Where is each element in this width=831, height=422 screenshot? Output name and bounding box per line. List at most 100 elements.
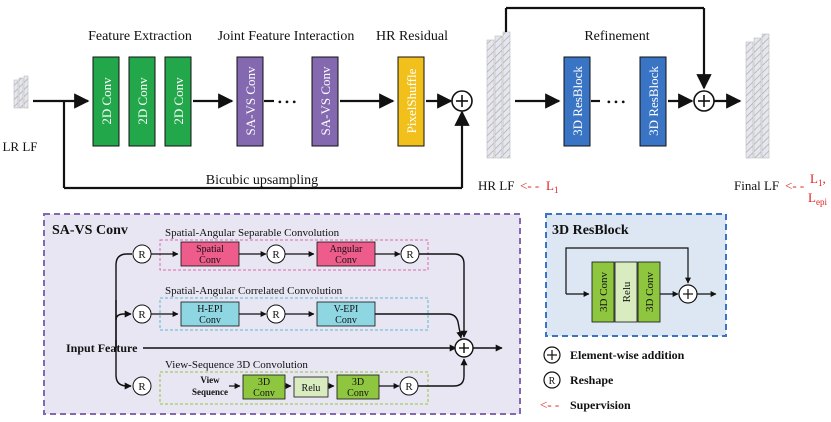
- angular-conv-box: Angular Conv: [316, 241, 376, 267]
- r-node-row2-a: R: [132, 304, 152, 324]
- svg-text:H-EPI: H-EPI: [197, 304, 223, 315]
- svg-text:3D: 3D: [258, 377, 270, 388]
- dots-res: • • •: [607, 95, 626, 109]
- svg-text:Relu: Relu: [621, 281, 633, 302]
- label-sequence: Sequence: [192, 387, 228, 397]
- branch-top: [115, 253, 132, 348]
- svg-text:2D Conv: 2D Conv: [135, 77, 150, 125]
- conv2d-block-1: 2D Conv: [92, 56, 120, 147]
- pixelshuffle-block: PixelShuffle: [397, 56, 425, 147]
- hr-lf-stack: [486, 31, 511, 159]
- savs-add-node: [454, 338, 474, 358]
- hr-supervision-loss: L1: [546, 178, 558, 195]
- label-sa-corr: Spatial-Angular Correlated Convolution: [165, 285, 343, 297]
- resblock-1: 3D ResBlock: [563, 56, 591, 147]
- label-joint-interaction: Joint Feature Interaction: [218, 29, 355, 44]
- label-lr-lf: LR LF: [2, 139, 37, 154]
- label-feature-extraction: Feature Extraction: [88, 29, 192, 44]
- legend-addition-label: Element-wise addition: [570, 348, 685, 362]
- legend-reshape-label: Reshape: [570, 373, 614, 387]
- resblock-add-node: [678, 284, 698, 304]
- svg-text:R: R: [406, 249, 414, 261]
- resblock-relu: Relu: [614, 261, 638, 323]
- conv3d-box-a: 3D Conv: [242, 374, 286, 400]
- sa-sep-box: [159, 239, 429, 271]
- label-vs3d: View-Sequence 3D Convolution: [165, 359, 308, 371]
- row2-to-add: [375, 313, 464, 339]
- legend-supervision-label: Supervision: [570, 398, 631, 412]
- svg-text:SA-VS Conv: SA-VS Conv: [243, 66, 258, 135]
- resblock-skip: [565, 247, 691, 294]
- svg-text:R: R: [138, 381, 146, 393]
- svg-text:2D Conv: 2D Conv: [171, 77, 186, 125]
- final-supervision-l1: L1,: [810, 171, 826, 188]
- svg-text:3D Conv: 3D Conv: [644, 271, 656, 312]
- r-node-row3-a: R: [132, 376, 152, 396]
- svg-text:Conv: Conv: [199, 255, 221, 266]
- legend-supervision-icon: <- -: [540, 397, 559, 412]
- lr-lf-stack: [13, 75, 29, 109]
- hepi-conv-box: H-EPI Conv: [180, 301, 240, 327]
- legend-addition-icon: [543, 346, 561, 364]
- svg-text:R: R: [138, 249, 146, 261]
- r-node-row3-b: R: [399, 376, 419, 396]
- r-node-row1-b: R: [266, 244, 286, 264]
- svg-text:Spatial: Spatial: [196, 244, 224, 255]
- svg-text:3D ResBlock: 3D ResBlock: [570, 66, 585, 136]
- svg-text:3D ResBlock: 3D ResBlock: [646, 66, 661, 136]
- savs-block-1: SA-VS Conv: [236, 56, 264, 147]
- svg-text:R: R: [272, 309, 280, 321]
- svg-text:R: R: [272, 249, 280, 261]
- branch-bottom: [115, 340, 132, 390]
- r-node-row2-b: R: [266, 304, 286, 324]
- svg-text:R: R: [549, 376, 556, 387]
- add-node-1: [451, 90, 473, 112]
- conv2d-block-3: 2D Conv: [164, 56, 192, 147]
- label-input-feature: Input Feature: [66, 341, 138, 355]
- svg-text:V-EPI: V-EPI: [334, 304, 359, 315]
- row3-to-add: [418, 358, 468, 387]
- dots-savs: • • •: [278, 95, 297, 109]
- add-node-2: [693, 90, 715, 112]
- conv2d-block-2: 2D Conv: [128, 56, 156, 147]
- savs-block-2: SA-VS Conv: [311, 56, 339, 147]
- label-bicubic: Bicubic upsampling: [206, 173, 318, 188]
- hr-supervision-arrow: <- -: [520, 178, 539, 193]
- label-sa-sep: Spatial-Angular Separable Convolution: [165, 227, 340, 239]
- savs-panel-title: SA-VS Conv: [52, 223, 128, 238]
- svg-text:R: R: [138, 309, 146, 321]
- final-supervision-arrow: <- -: [785, 178, 804, 193]
- final-supervision-lepi: Lepi: [808, 190, 827, 207]
- label-hr-residual: HR Residual: [376, 29, 448, 44]
- svg-text:SA-VS Conv: SA-VS Conv: [318, 66, 333, 135]
- vepi-conv-box: V-EPI Conv: [316, 301, 376, 327]
- svg-text:Conv: Conv: [335, 315, 357, 326]
- resblock-conv3d-a: 3D Conv: [591, 261, 615, 323]
- resblock-2: 3D ResBlock: [639, 56, 667, 147]
- resblock-panel-title: 3D ResBlock: [552, 223, 629, 238]
- resblock-conv3d-b: 3D Conv: [637, 261, 661, 323]
- svg-text:Relu: Relu: [302, 383, 321, 394]
- svg-text:3D Conv: 3D Conv: [598, 271, 610, 312]
- label-refinement: Refinement: [584, 29, 649, 44]
- svg-text:Angular: Angular: [330, 244, 363, 255]
- label-hr-lf: HR LF: [478, 178, 514, 193]
- svg-text:2D Conv: 2D Conv: [99, 77, 114, 125]
- label-final-lf: Final LF: [734, 178, 779, 193]
- label-view: View: [200, 375, 220, 385]
- svg-text:R: R: [405, 381, 413, 393]
- final-lf-stack: [745, 33, 770, 159]
- r-node-row1-a: R: [132, 244, 152, 264]
- row1-to-add: [419, 253, 468, 338]
- svg-text:PixelShuffle: PixelShuffle: [404, 68, 419, 133]
- svg-text:3D: 3D: [352, 377, 364, 388]
- spatial-conv-box: Spatial Conv: [180, 241, 240, 267]
- svg-text:Conv: Conv: [253, 388, 275, 399]
- svg-text:Conv: Conv: [199, 315, 221, 326]
- r-node-row1-c: R: [400, 244, 420, 264]
- legend-reshape-icon: R: [543, 371, 561, 389]
- conv3d-box-b: 3D Conv: [336, 374, 380, 400]
- svg-text:Conv: Conv: [335, 255, 357, 266]
- relu-box-a: Relu: [293, 376, 329, 398]
- svg-text:Conv: Conv: [347, 388, 369, 399]
